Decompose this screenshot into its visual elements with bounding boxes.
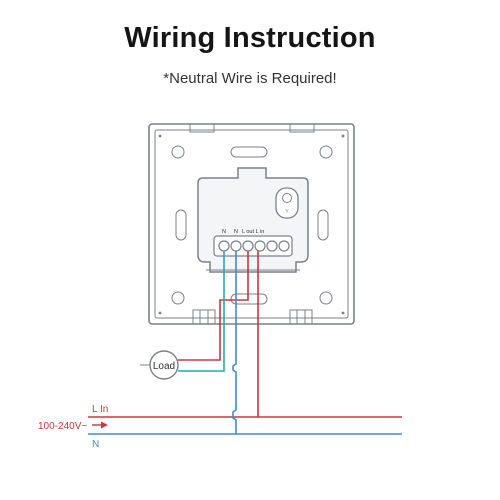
supply-arrow-icon xyxy=(92,421,108,429)
neutral-label: N xyxy=(92,439,99,450)
terminal-label-lin: L in xyxy=(256,229,265,235)
line-in-label: L In xyxy=(92,404,108,415)
terminal-label-lout: L out xyxy=(242,229,255,235)
svg-text:Y: Y xyxy=(285,209,289,215)
switch-back-plate xyxy=(148,123,355,325)
voltage-label: 100-240V~ xyxy=(38,421,87,432)
live-out-wire xyxy=(178,251,249,361)
neutral-required-note: *Neutral Wire is Required! xyxy=(163,70,337,87)
neutral-wire xyxy=(232,251,237,434)
load-neutral-wire xyxy=(178,251,225,372)
terminal-screws xyxy=(218,240,290,252)
page-title: Wiring Instruction xyxy=(124,22,376,54)
terminal-label-n1: N xyxy=(222,229,226,235)
terminal-label-n2: N xyxy=(234,229,238,235)
load-label: Load xyxy=(153,361,175,372)
wires xyxy=(88,251,402,435)
load-symbol: Load xyxy=(149,350,179,380)
terminal-labels: N N L out L in xyxy=(222,229,264,235)
relay-module: Y N N L out L in xyxy=(197,167,309,273)
